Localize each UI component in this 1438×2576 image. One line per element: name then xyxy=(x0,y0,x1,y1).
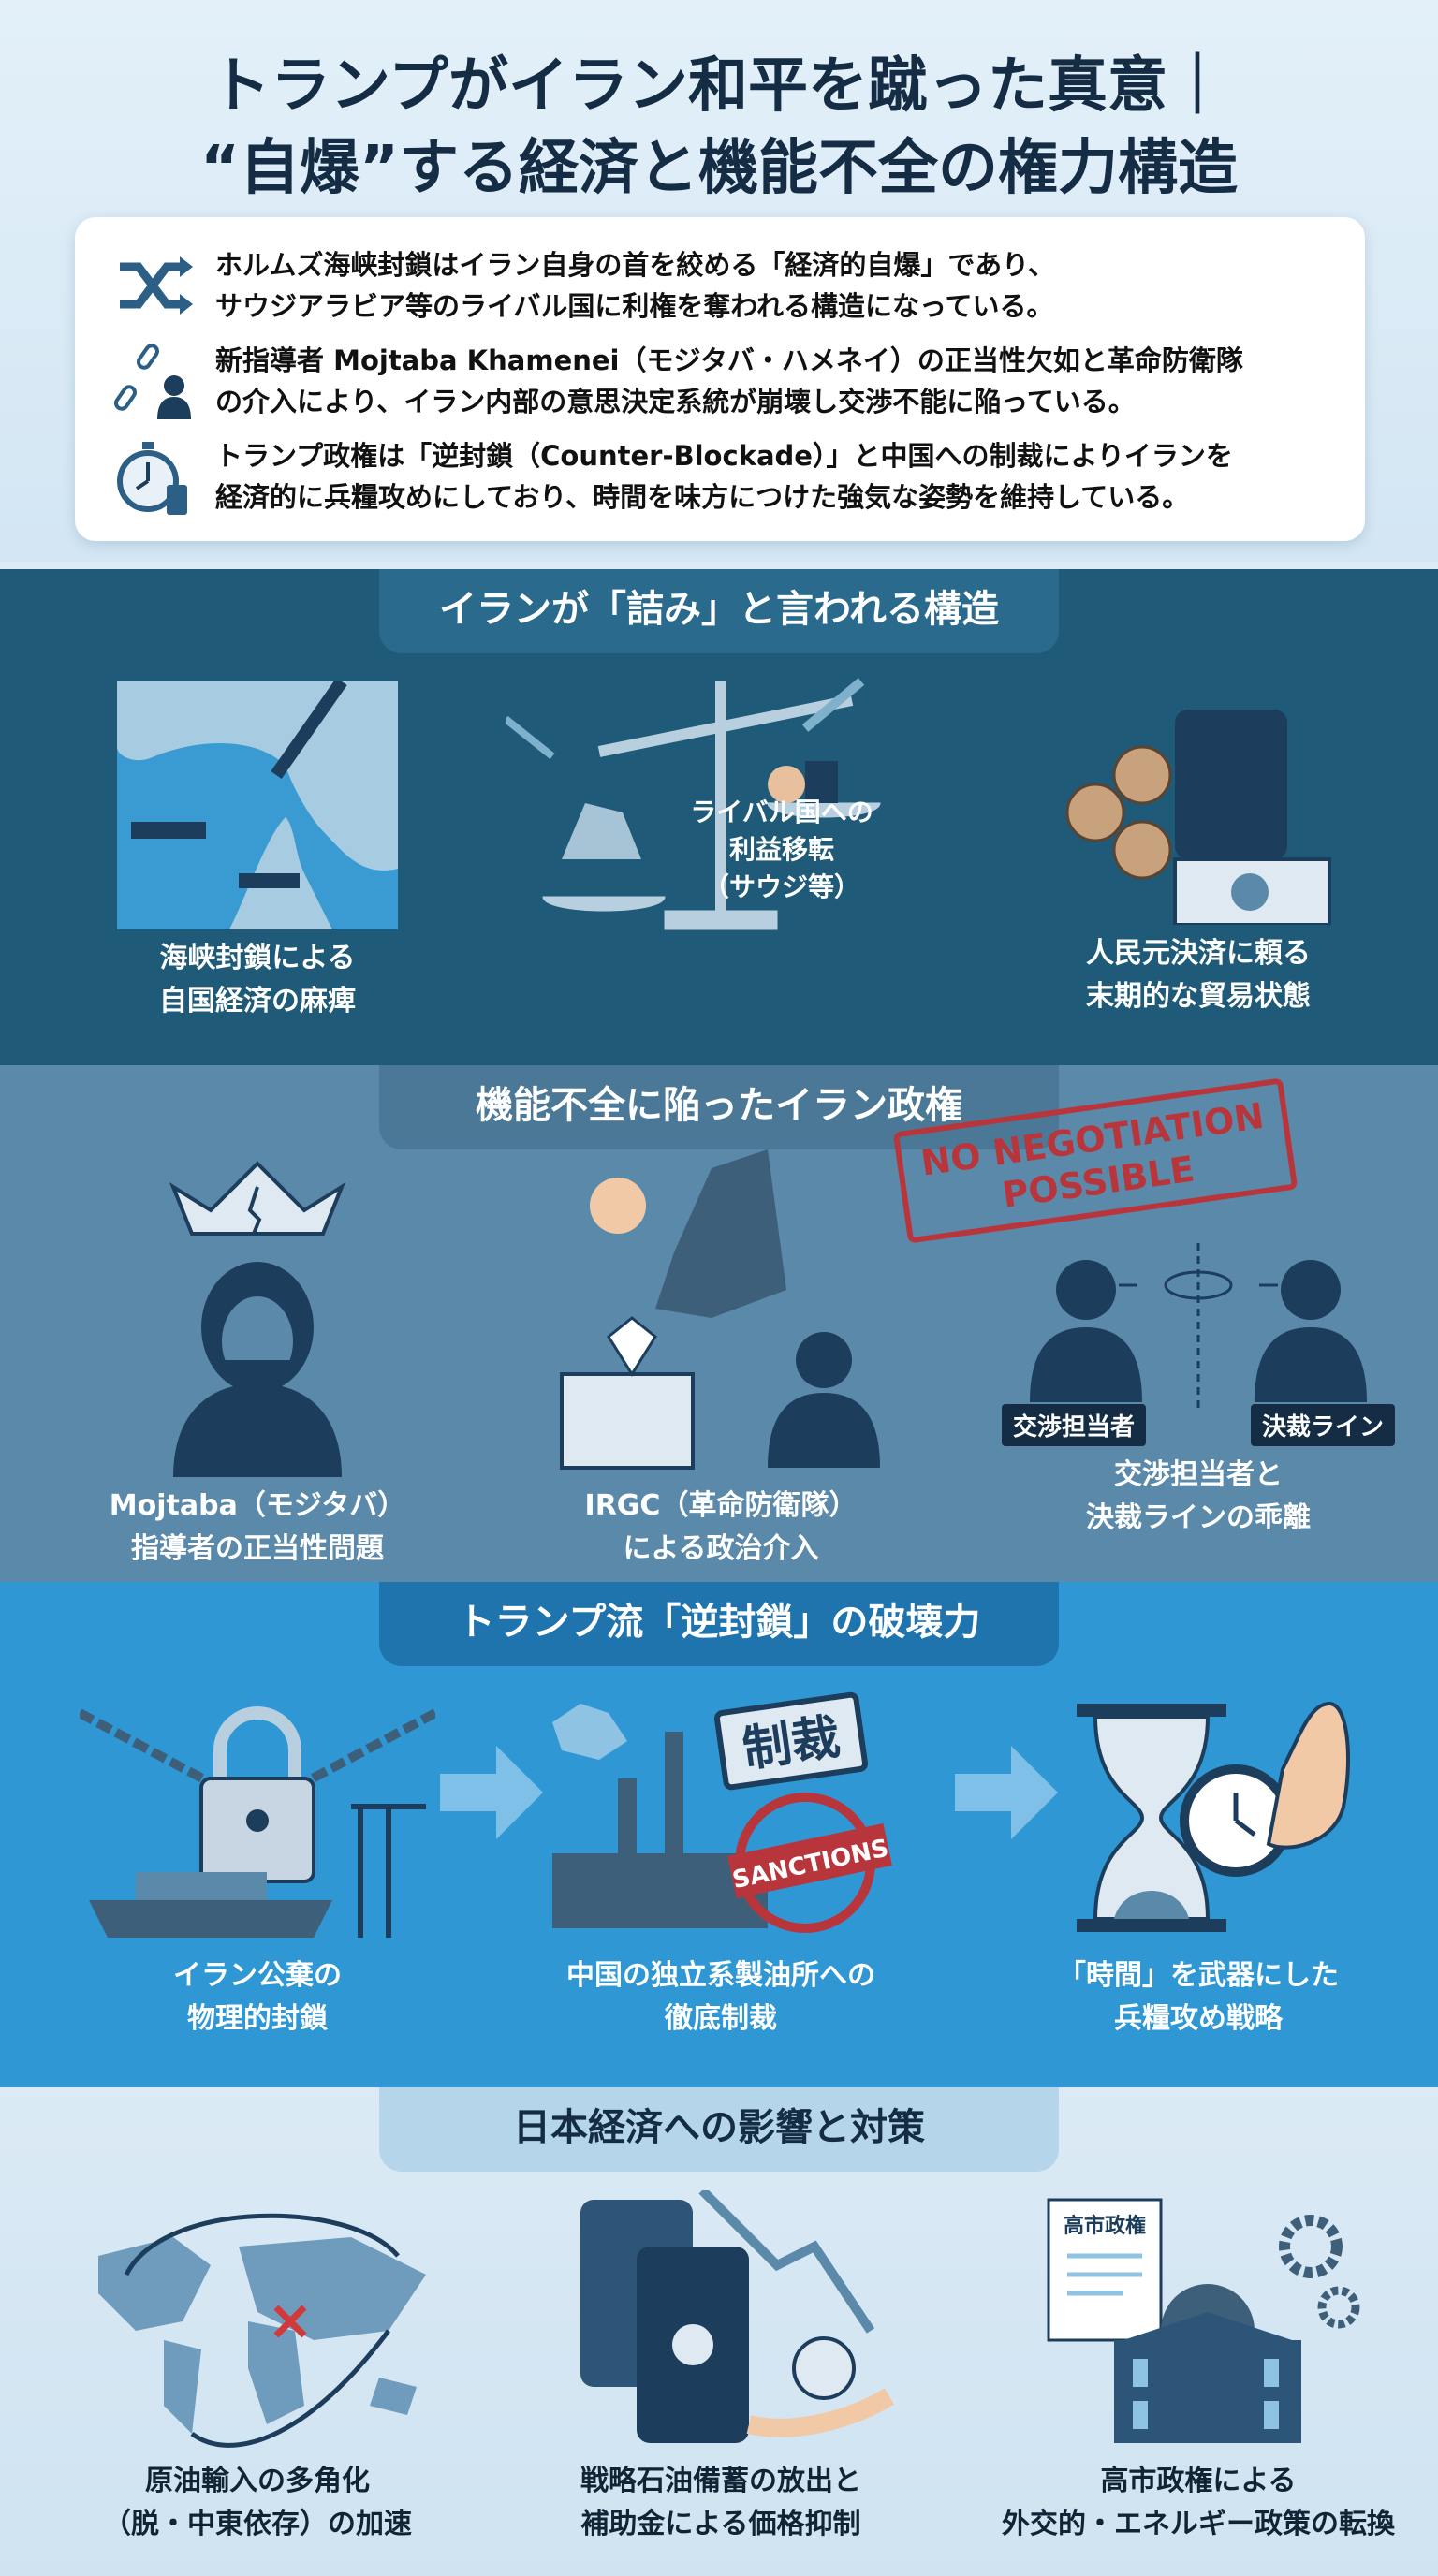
summary-text: サウジアラビア等のライバル国に利権を奪われる構造になっている。 xyxy=(215,290,1054,322)
oil-barrels-yen-icon xyxy=(580,2190,895,2443)
item-strait-blockade: 海峡封鎖による自国経済の麻痺 xyxy=(42,681,473,1023)
summary-text: 新指導者 Mojtaba Khamenei（モジタバ・ハメネイ）の正当性欠如と革… xyxy=(215,344,1243,376)
caption-line: 末期的な貿易状態 xyxy=(1086,980,1311,1013)
world-map-routes-icon xyxy=(98,2213,426,2448)
caption-line: 兵糧攻め戦略 xyxy=(1114,2002,1283,2035)
item-irgc-intervention: IRGC（革命防衛隊） による政治介入 xyxy=(506,1140,936,1571)
yuan-coins-oil-icon xyxy=(1065,710,1331,925)
caption-line: イラン公棄の xyxy=(173,1959,342,1992)
caption-line: 補助金による価格抑制 xyxy=(580,2508,861,2540)
arrow-right-icon xyxy=(955,1746,1058,1839)
caption-line: （脱・中東依存）の加速 xyxy=(103,2508,412,2540)
caption-line: Mojtaba（モジタバ） xyxy=(109,1489,406,1522)
caption-line: 物理的封鎖 xyxy=(187,2002,328,2035)
section-title: イランが「詰み」と言われる構造 xyxy=(379,569,1059,653)
section-title: 日本経済への影響と対策 xyxy=(379,2087,1059,2172)
broken-chain-person-icon xyxy=(113,344,191,419)
label-negotiator: 交渉担当者 xyxy=(1002,1404,1147,1446)
caption-line: 指導者の正当性問題 xyxy=(131,1532,384,1565)
caption-line: 徹底制裁 xyxy=(665,2002,777,2035)
boot-ballot-box-icon xyxy=(560,1149,880,1470)
summary-text: の介入により、イラン内部の意思決定系統が崩壊し交渉不能に陥っている。 xyxy=(215,386,1136,417)
title-line-1: トランプがイラン和平を蹴った真意｜ xyxy=(210,51,1228,121)
role-labels: 交渉担当者 決裁ライン xyxy=(1002,1404,1395,1446)
caption-line: 利益移転 xyxy=(728,834,834,865)
summary-box: ホルムズ海峡封鎖はイラン自身の首を絞める「経済的自爆」であり、サウジアラビア等の… xyxy=(75,217,1365,541)
caption-line: 外交的・エネルギー政策の転換 xyxy=(1002,2508,1395,2540)
summary-item: ホルムズ海峡封鎖はイラン自身の首を絞める「経済的自爆」であり、サウジアラビア等の… xyxy=(112,238,1328,333)
item-time-as-weapon: 「時間」を武器にした兵糧攻め戦略 xyxy=(983,1685,1414,2041)
item-leader-legitimacy: Mojtaba（モジタバ） 指導者の正当性問題 xyxy=(42,1159,473,1571)
negotiator-decision-icon xyxy=(1030,1243,1367,1412)
balance-scale-icon xyxy=(506,678,881,930)
section-iran-checkmate: イランが「詰み」と言われる構造 海峡封鎖による自国経済の麻痺 ライバル国への利益… xyxy=(0,569,1438,1065)
item-yuan-trade: 人民元決済に頼る末期的な貿易状態 xyxy=(983,700,1414,1018)
hourglass-muscle-icon xyxy=(1077,1701,1350,1932)
summary-item: トランプ政権は「逆封鎖（Counter-Blockade）」と中国への制裁により… xyxy=(112,429,1328,524)
page-title: トランプがイラン和平を蹴った真意｜ “自爆”する経済と機能不全の権力構造 xyxy=(0,45,1438,210)
label-decision-line: 決裁ライン xyxy=(1250,1404,1395,1446)
caption-line: 高市政権による xyxy=(1100,2465,1297,2497)
sanctions-kanji-stamp: 制裁 xyxy=(740,1709,844,1778)
summary-text: ホルムズ海峡封鎖はイラン自身の首を絞める「経済的自爆」であり、 xyxy=(215,249,1055,281)
caption-line: 自国経済の麻痺 xyxy=(159,985,356,1017)
item-strategic-reserve: 戦略石油備蓄の放出と補助金による価格抑制 xyxy=(506,2190,936,2546)
caption-line: 海峡封鎖による xyxy=(159,942,356,974)
caption-line: 原油輸入の多角化 xyxy=(145,2465,370,2497)
section-title: 機能不全に陥ったイラン政権 xyxy=(379,1065,1059,1149)
caption-line: 交渉担当者と xyxy=(1114,1458,1283,1491)
item-import-diversification: 原油輸入の多角化 （脱・中東依存）の加速 xyxy=(42,2200,473,2546)
item-negotiator-gap: 交渉担当者 決裁ライン 交渉担当者と決裁ラインの乖離 xyxy=(983,1243,1414,1540)
document-label: 高市政権 xyxy=(1064,2214,1146,2238)
section-title: トランプ流「逆封鎖」の破壊力 xyxy=(379,1582,1059,1666)
caption-line: 決裁ラインの乖離 xyxy=(1086,1501,1311,1534)
government-building-icon: 高市政権 xyxy=(1047,2198,1360,2443)
item-physical-blockade: イラン公棄の物理的封鎖 xyxy=(42,1694,473,2041)
title-line-2: “自爆”する経済と機能不全の権力構造 xyxy=(199,134,1239,203)
caption-line: による政治介入 xyxy=(623,1532,819,1565)
caption-line: 中国の独立系製油所への xyxy=(566,1959,875,1992)
caption-line: 「時間」を武器にした xyxy=(1058,1959,1339,1992)
shuffle-arrows-icon xyxy=(120,256,193,315)
caption-line: （サウジ等） xyxy=(702,871,860,902)
caption-line: IRGC（革命防衛隊） xyxy=(584,1489,858,1522)
cracked-crown-leader-icon xyxy=(169,1161,346,1477)
item-profit-transfer: ライバル国への利益移転 （サウジ等） xyxy=(506,663,936,930)
section-japan-impact: 日本経済への影響と対策 原油輸入の多角化 （脱・中東依存）の加速 戦略石油備蓄の放… xyxy=(0,2087,1438,2576)
caption-line: 戦略石油備蓄の放出と xyxy=(580,2465,861,2497)
stopwatch-oil-barrel-icon xyxy=(117,442,187,515)
header: トランプがイラン和平を蹴った真意｜ “自爆”する経済と機能不全の権力構造 ホルム… xyxy=(0,0,1438,562)
summary-item: 新指導者 Mojtaba Khamenei（モジタバ・ハメネイ）の正当性欠如と革… xyxy=(112,333,1328,429)
summary-text: 経済的に兵糧攻めにしており、時間を味方につけた強気な姿勢を維持している。 xyxy=(215,481,1190,513)
caption-line: ライバル国への xyxy=(690,797,873,827)
padlock-ship-icon xyxy=(80,1706,435,1938)
summary-text: トランプ政権は「逆封鎖（Counter-Blockade）」と中国への制裁により… xyxy=(215,440,1233,472)
arrow-right-icon xyxy=(440,1746,543,1839)
item-takaichi-policy: 高市政権 高市政権による外交的・エネルギー政策の転換 xyxy=(983,2190,1414,2546)
strait-blockade-map-icon xyxy=(117,681,398,929)
caption-line: 人民元決済に頼る xyxy=(1086,937,1311,970)
